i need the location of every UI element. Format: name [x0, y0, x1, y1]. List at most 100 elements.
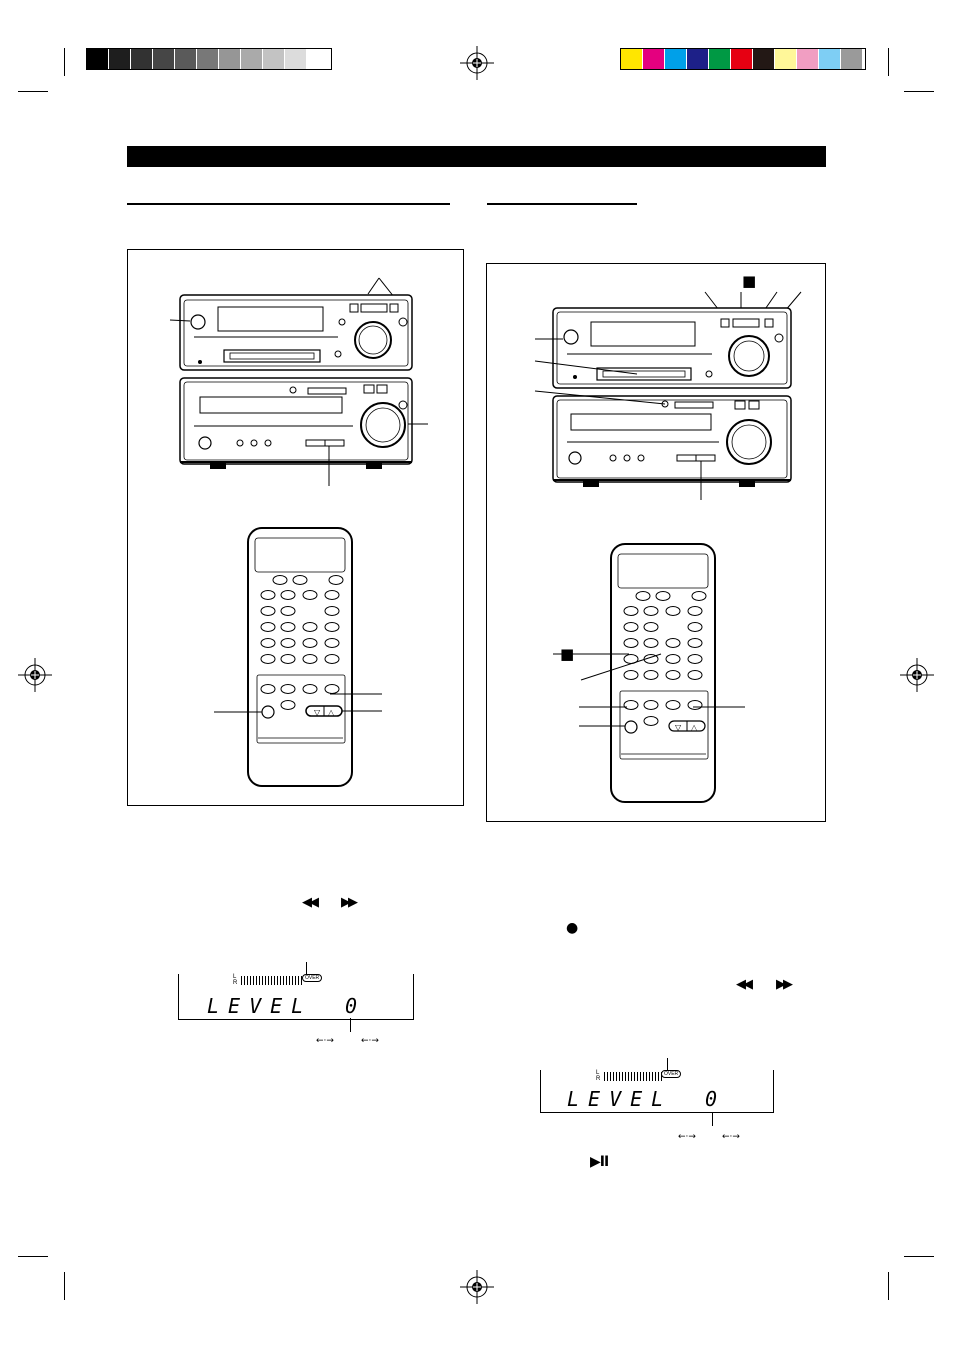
right-illustration-panel: ▽ △	[486, 263, 826, 822]
remote-key	[324, 606, 340, 616]
remote-key	[643, 622, 659, 632]
remote-key	[687, 700, 703, 710]
color-swatch	[621, 49, 643, 69]
color-swatch	[753, 49, 775, 69]
stop-icon: ■	[742, 272, 757, 290]
remote-key	[302, 684, 318, 694]
over-badge: OVER	[302, 974, 323, 982]
remote-key	[643, 638, 659, 648]
fast-forward-icon: ▶▶	[341, 895, 358, 910]
left-section-rule	[127, 203, 450, 205]
rewind-icon: ◀◀	[302, 895, 319, 910]
color-swatch	[841, 49, 863, 69]
remote-key	[623, 606, 639, 616]
remote-key	[665, 654, 681, 664]
svg-text:▽: ▽	[314, 708, 321, 717]
registration-target-bottom	[460, 1270, 494, 1304]
remote-key	[302, 638, 318, 648]
record-icon: ●	[566, 920, 579, 936]
level-meter-bars	[604, 1072, 662, 1081]
remote-key	[324, 654, 340, 664]
display-callout-line	[712, 1112, 713, 1126]
color-swatch	[307, 49, 329, 69]
remote-key	[324, 638, 340, 648]
remote-key	[260, 638, 276, 648]
remote-key	[687, 638, 703, 648]
remote-key	[324, 684, 340, 694]
remote-key	[687, 654, 703, 664]
color-swatch	[775, 49, 797, 69]
meter-label-l: L	[233, 974, 237, 980]
fast-forward-icon: ▶▶	[776, 977, 793, 992]
color-swatch	[263, 49, 285, 69]
stereo-unit-illustration: ▽ △	[169, 277, 428, 787]
crop-mark	[18, 91, 48, 92]
right-section-rule	[487, 203, 637, 205]
remote-key	[302, 590, 318, 600]
remote-key	[643, 670, 659, 680]
remote-key	[280, 606, 296, 616]
level-text: LEVEL	[567, 1087, 673, 1111]
rewind-icon: ◀◀	[736, 977, 753, 992]
color-swatch	[819, 49, 841, 69]
remote-key	[623, 638, 639, 648]
remote-key	[272, 575, 288, 585]
svg-text:△: △	[691, 723, 698, 732]
grayscale-bar	[86, 48, 332, 70]
color-swatch	[285, 49, 307, 69]
left-right-arrow-icon: ←·→	[361, 1036, 379, 1046]
display-callout-line	[306, 962, 307, 974]
remote-key	[643, 606, 659, 616]
remote-key	[292, 575, 308, 585]
color-swatch	[797, 49, 819, 69]
remote-key	[260, 590, 276, 600]
display-callout-line	[667, 1058, 668, 1070]
remote-key	[328, 575, 344, 585]
color-swatch	[665, 49, 687, 69]
remote-key	[280, 654, 296, 664]
meter-label-l: L	[596, 1070, 600, 1076]
remote-key	[302, 622, 318, 632]
color-swatch	[709, 49, 731, 69]
crop-mark	[64, 48, 65, 76]
remote-key	[280, 700, 296, 710]
remote-key	[324, 622, 340, 632]
remote-key	[665, 700, 681, 710]
remote-key	[280, 622, 296, 632]
color-swatch	[175, 49, 197, 69]
remote-key	[623, 622, 639, 632]
svg-text:△: △	[328, 708, 335, 717]
remote-key	[623, 700, 639, 710]
registration-target-right	[900, 658, 934, 692]
stop-icon: ■	[560, 645, 575, 663]
section-header-bar	[127, 146, 826, 167]
meter-label-r: R	[233, 980, 238, 986]
remote-key	[260, 606, 276, 616]
level-meter-bars	[241, 976, 303, 985]
color-swatch	[109, 49, 131, 69]
remote-key	[280, 638, 296, 648]
level-display-left: L R OVER LEVEL 0	[178, 974, 414, 1020]
color-swatch	[731, 49, 753, 69]
remote-key	[623, 670, 639, 680]
remote-key	[260, 654, 276, 664]
remote-key	[687, 606, 703, 616]
remote-key	[655, 591, 671, 601]
over-badge: OVER	[661, 1070, 682, 1078]
remote-key	[643, 716, 659, 726]
svg-text:▽: ▽	[675, 723, 682, 732]
remote-key	[280, 590, 296, 600]
crop-mark	[904, 1256, 934, 1257]
display-callout-line	[350, 1018, 351, 1032]
left-right-arrow-icon: ←·→	[316, 1036, 334, 1046]
remote-key	[635, 591, 651, 601]
remote-key	[687, 622, 703, 632]
remote-key	[665, 606, 681, 616]
left-illustration-panel: ▽ △	[127, 249, 464, 806]
stereo-unit-illustration: ▽ △	[534, 291, 802, 803]
color-swatch	[87, 49, 109, 69]
level-value: 0	[345, 994, 367, 1018]
color-swatch	[687, 49, 709, 69]
crop-mark	[888, 1272, 889, 1300]
remote-key	[260, 684, 276, 694]
